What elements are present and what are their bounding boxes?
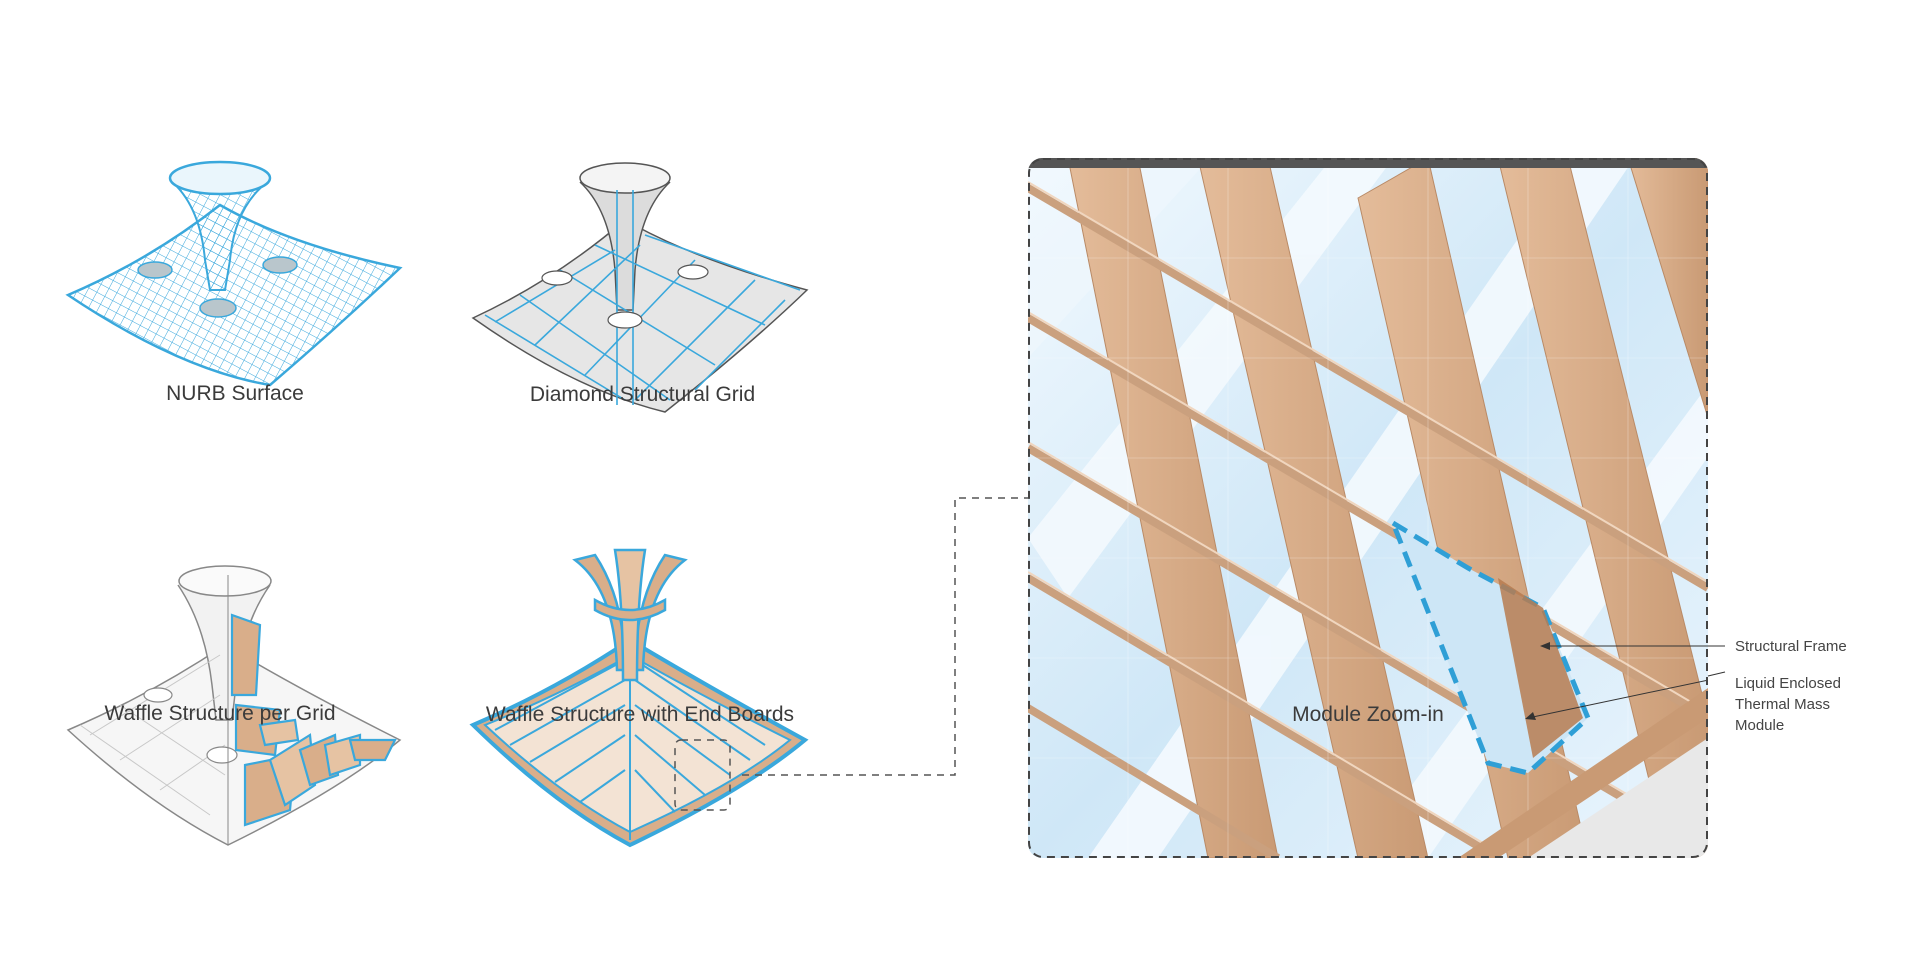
nurb-surface-diagram — [60, 150, 410, 390]
diamond-grid-drawing — [471, 162, 809, 413]
module-zoom-in-panel — [1028, 158, 1708, 858]
caption-diamond-structural-grid: Diamond Structural Grid — [529, 383, 756, 406]
caption-waffle-structure-with-end-boards: Waffle Structure with End Boards — [485, 703, 795, 726]
waffle-grid-drawing — [66, 565, 402, 846]
annotation-structural-frame: Structural Frame — [1735, 638, 1847, 655]
annotation-module-line-2: Thermal Mass — [1735, 696, 1831, 713]
annotation-module-line-1: Liquid Enclosed — [1735, 675, 1841, 692]
caption-module-zoom-in: Module Zoom-in — [1292, 703, 1444, 726]
waffle-end-boards-drawing — [469, 548, 809, 848]
module-zoom-drawing — [1028, 158, 1708, 858]
annotation-module-line-3: Module — [1735, 717, 1785, 734]
nurb-surface-drawing — [65, 160, 403, 387]
waffle-grid-diagram — [60, 545, 410, 846]
waffle-slats — [230, 613, 397, 827]
caption-nurb-surface: NURB Surface — [166, 382, 304, 405]
annotation-thermal-mass-module: Liquid Enclosed Thermal Mass Module — [1735, 673, 1841, 736]
caption-waffle-structure-per-grid: Waffle Structure per Grid — [104, 702, 336, 725]
diamond-grid-diagram — [465, 150, 815, 413]
waffle-end-boards-diagram — [465, 540, 815, 850]
